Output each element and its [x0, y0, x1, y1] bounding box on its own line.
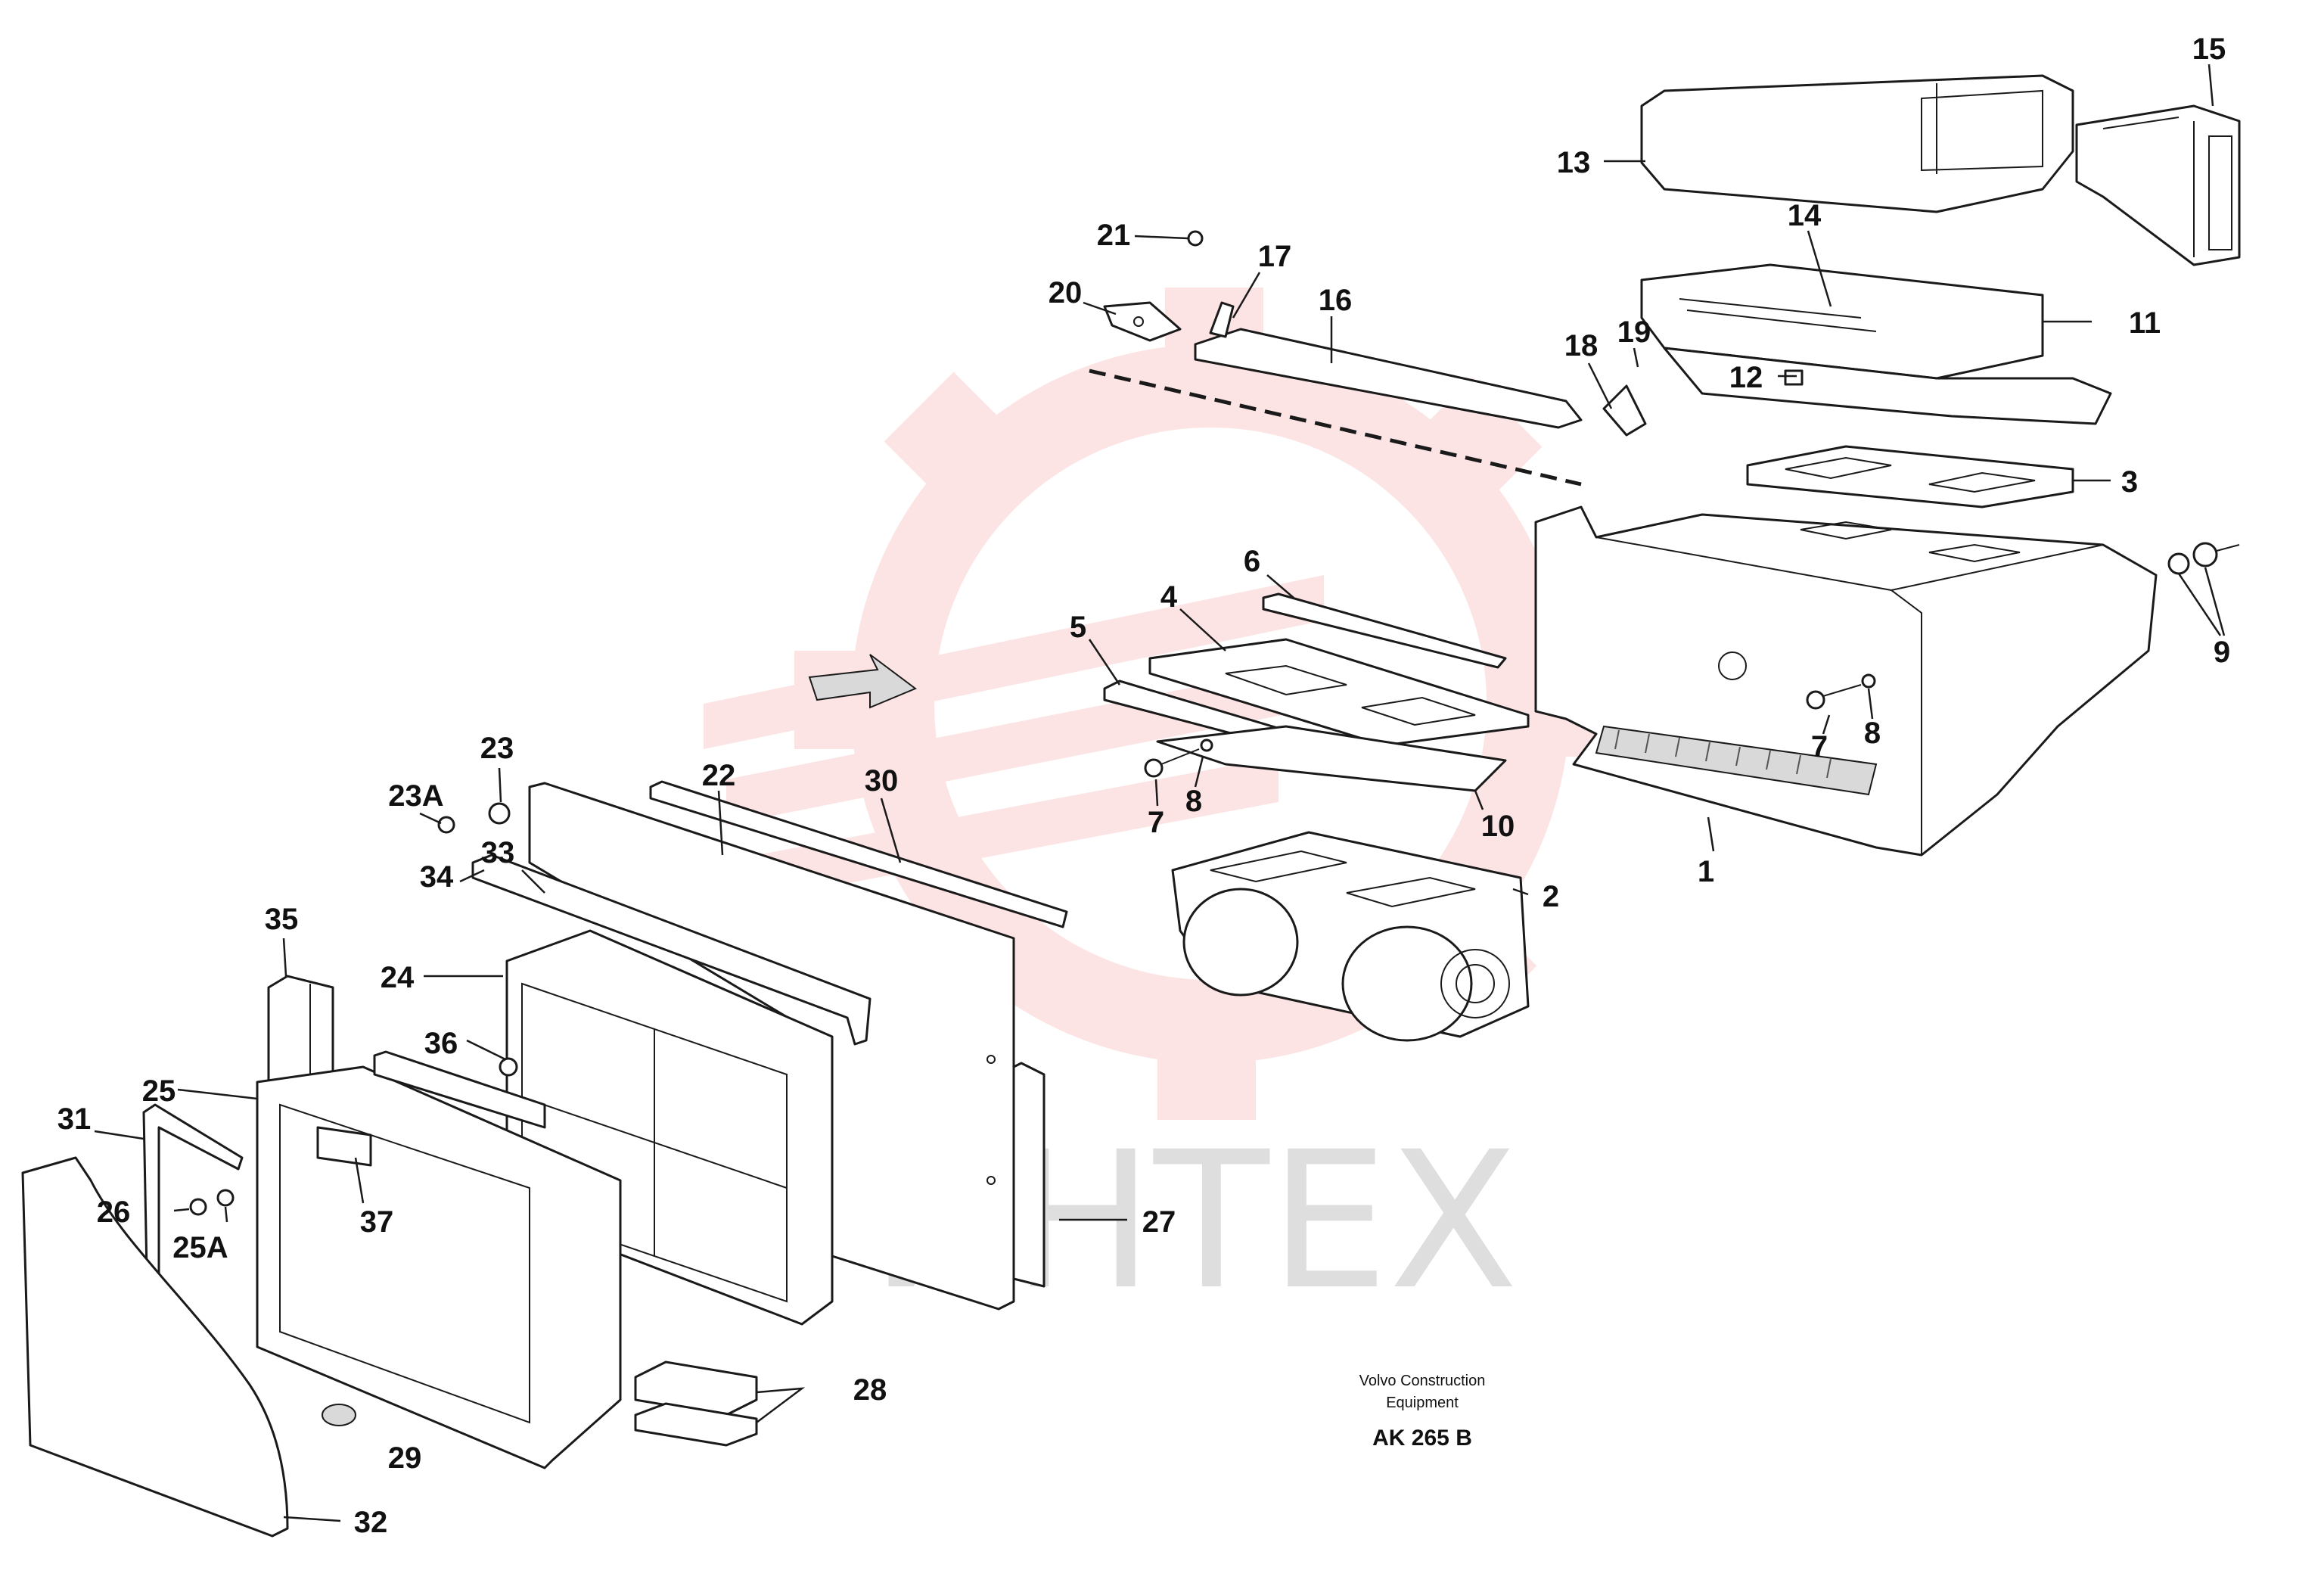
credit-line-2: Equipment [1386, 1395, 1459, 1411]
part-25-housing-frame [256, 1050, 622, 1469]
part-12-clip [1784, 369, 1804, 386]
callout-21: 21 [1097, 219, 1131, 252]
callout-10: 10 [1481, 810, 1515, 843]
part-27-strip [1012, 1062, 1045, 1288]
part-9-washers [2167, 542, 2240, 575]
part-30-strip [649, 780, 1068, 928]
callout-31: 31 [57, 1102, 92, 1136]
callout-32: 32 [354, 1506, 388, 1539]
callout-36: 36 [424, 1027, 458, 1060]
callout-labels: 1 2 3 4 5 6 7 7 7 8 8 8 9 10 11 12 13 14… [57, 33, 2230, 1539]
part-33-34-rail [471, 854, 872, 1046]
callout-14: 14 [1788, 199, 1822, 232]
callout-8-left: 8 [1185, 785, 1202, 818]
part-23a-bolt [437, 816, 455, 834]
callout-4: 4 [1160, 580, 1178, 614]
callout-35: 35 [265, 903, 299, 936]
callout-30: 30 [865, 764, 899, 798]
linkage-dashed-line [1089, 368, 1582, 487]
callout-19: 19 [1617, 316, 1651, 349]
callout-29: 29 [388, 1441, 422, 1475]
bolt-7-8-left [1144, 739, 1213, 778]
part-6-flap-strip [1262, 592, 1507, 669]
callout-1: 1 [1698, 855, 1714, 888]
callout-13: 13 [1557, 146, 1591, 179]
part-35-block [267, 975, 334, 1091]
credit-block: Volvo Construction Equipment AK 265 B [1359, 1373, 1486, 1451]
callout-28: 28 [853, 1373, 887, 1407]
callout-25a: 25A [172, 1231, 228, 1264]
callout-16: 16 [1319, 284, 1353, 317]
callout-15: 15 [2192, 33, 2226, 66]
callout-23: 23 [480, 732, 514, 765]
bolt-7-8-right [1806, 673, 1876, 710]
part-25a-washer [216, 1189, 235, 1207]
part-15-outlet-nozzle [2075, 104, 2241, 266]
part-16-control-rod [1103, 230, 1647, 437]
part-11-tray [1640, 263, 2112, 425]
airflow-arrow-icon [808, 654, 917, 709]
callout-18: 18 [1564, 329, 1599, 362]
part-26-nut [189, 1198, 207, 1216]
part-23-nut [488, 802, 511, 825]
callout-2: 2 [1543, 880, 1559, 913]
callout-8-right: 8 [1864, 717, 1881, 750]
callout-20: 20 [1049, 276, 1083, 309]
part-3-gasket [1746, 445, 2074, 508]
callout-34: 34 [420, 860, 454, 894]
part-1-heater-housing [1534, 505, 2158, 857]
part-29-grommet [322, 1404, 356, 1426]
part-1-grille-hatch [1614, 729, 1832, 779]
callout-12: 12 [1729, 361, 1763, 394]
callout-37: 37 [360, 1205, 394, 1239]
leader-lines [94, 64, 2226, 1522]
part-36-washer [499, 1057, 518, 1077]
part-2-blower-fan [1171, 831, 1530, 1042]
drawing-code: AK 265 B [1372, 1426, 1472, 1451]
callout-26: 26 [97, 1196, 131, 1229]
part-32-side-panel [21, 1156, 289, 1538]
callout-7-right: 7 [1811, 730, 1828, 763]
callout-17: 17 [1258, 240, 1292, 273]
credit-line-1: Volvo Construction [1359, 1373, 1486, 1389]
callout-7-left: 7 [1148, 806, 1164, 839]
callout-9: 9 [2214, 636, 2230, 669]
callout-22: 22 [702, 759, 736, 792]
callout-27: 27 [1142, 1205, 1176, 1239]
callout-25: 25 [142, 1074, 176, 1108]
callout-5: 5 [1070, 611, 1086, 644]
callout-6: 6 [1244, 545, 1260, 578]
callout-23a: 23A [388, 779, 443, 813]
callout-11: 11 [2129, 306, 2161, 340]
part-10-gasket [1156, 725, 1507, 792]
callout-33: 33 [481, 836, 515, 869]
callout-3: 3 [2121, 465, 2138, 499]
part-4-flap-frame [1148, 638, 1530, 747]
callout-24: 24 [381, 961, 415, 994]
part-13-upper-duct [1640, 74, 2074, 213]
part-28-pads [634, 1360, 758, 1447]
part-37-plate [316, 1126, 372, 1167]
